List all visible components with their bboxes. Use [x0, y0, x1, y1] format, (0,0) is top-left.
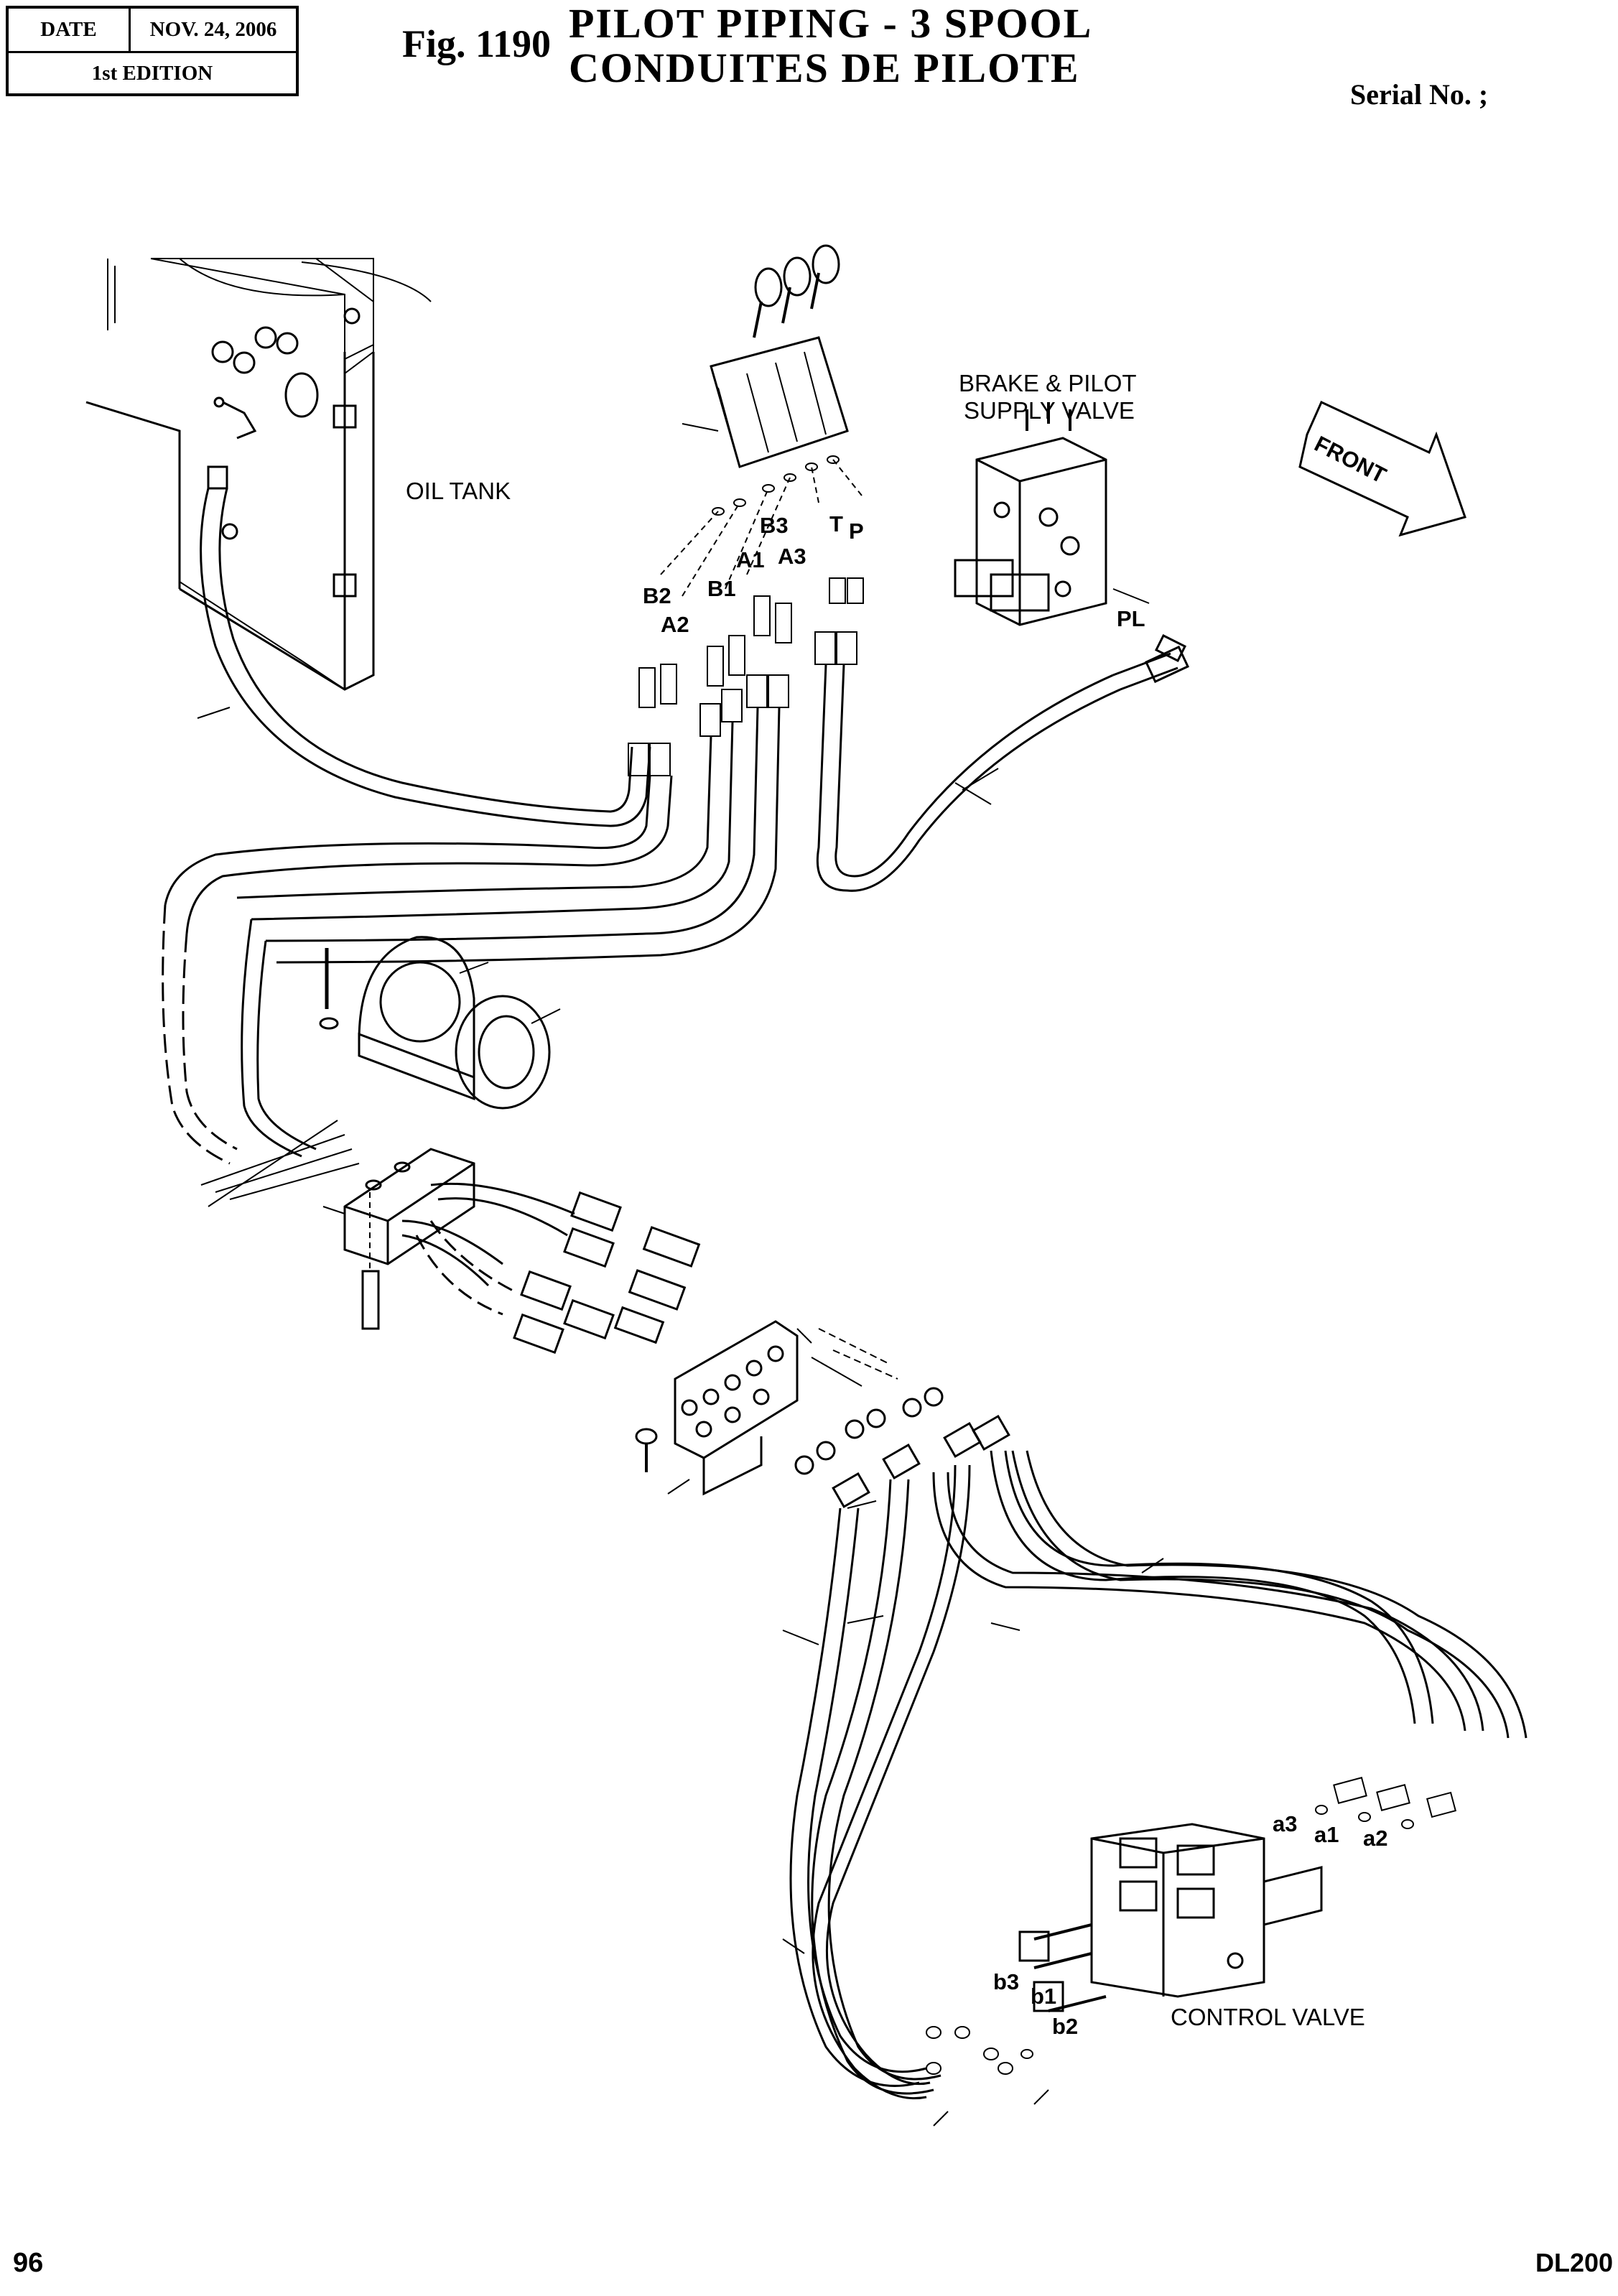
port-b2: B2	[643, 583, 671, 608]
hose-clamp-block	[200, 1120, 475, 1330]
model-code: DL200	[1535, 2248, 1614, 2277]
port-b1-lower: b1	[1031, 1984, 1056, 2009]
port-a3-lower: a3	[1273, 1811, 1297, 1836]
mounting-bracket	[319, 936, 561, 1110]
port-a2-lower: a2	[1363, 1826, 1387, 1851]
pl-supply-hose	[962, 645, 1189, 791]
date-value: NOV. 24, 2006	[131, 9, 296, 53]
serial-number: Serial No. ;	[1350, 78, 1489, 111]
port-t: T	[829, 511, 843, 536]
tank-return-hose	[200, 396, 651, 827]
date-box: DATE NOV. 24, 2006 1st EDITION	[6, 6, 299, 96]
bulkhead-plate	[635, 1320, 898, 1496]
port-a1-lower: a1	[1314, 1822, 1339, 1847]
port-b2-lower: b2	[1052, 2014, 1078, 2039]
brake-pilot-supply-valve	[954, 402, 1187, 663]
edition-label: 1st EDITION	[91, 61, 213, 85]
brake-valve-label-1: BRAKE & PILOT	[959, 370, 1137, 396]
control-valve-label: CONTROL VALVE	[1171, 2004, 1365, 2030]
port-b1: B1	[707, 576, 736, 601]
figure-title: PILOT PIPING - 3 SPOOL CONDUITES DE PILO…	[569, 1, 1092, 90]
pilot-hose-bundle	[162, 664, 1121, 1165]
port-pl: PL	[1117, 606, 1145, 631]
bulkhead-hose-run	[401, 1182, 701, 1354]
bulkhead-elbow-fittings	[794, 1387, 1010, 1509]
port-a1: A1	[736, 547, 765, 572]
title-english: PILOT PIPING - 3 SPOOL	[569, 0, 1093, 47]
pilot-joystick-valve	[682, 244, 849, 468]
port-a3: A3	[778, 544, 806, 569]
port-a2: A2	[661, 612, 689, 637]
brake-valve-label-2: SUPPLY VALVE	[964, 397, 1135, 424]
port-p: P	[849, 519, 864, 544]
port-b3-lower: b3	[993, 1969, 1019, 1994]
port-b3: B3	[760, 513, 789, 538]
date-label: DATE	[9, 9, 131, 53]
control-valve-port-fittings	[926, 1777, 1457, 2075]
page-number: 96	[13, 2248, 44, 2278]
title-french: CONDUITES DE PILOTE	[569, 45, 1080, 91]
oil-tank-label: OIL TANK	[406, 478, 511, 504]
front-label: FRONT	[1311, 431, 1390, 488]
oil-tank	[85, 258, 432, 691]
control-valve-hoses	[789, 1450, 1528, 2100]
figure-number: Fig. 1190	[402, 22, 552, 65]
front-arrow	[1298, 400, 1466, 537]
callout-leader-lines	[197, 707, 1164, 2127]
control-valve	[1018, 1823, 1323, 2012]
